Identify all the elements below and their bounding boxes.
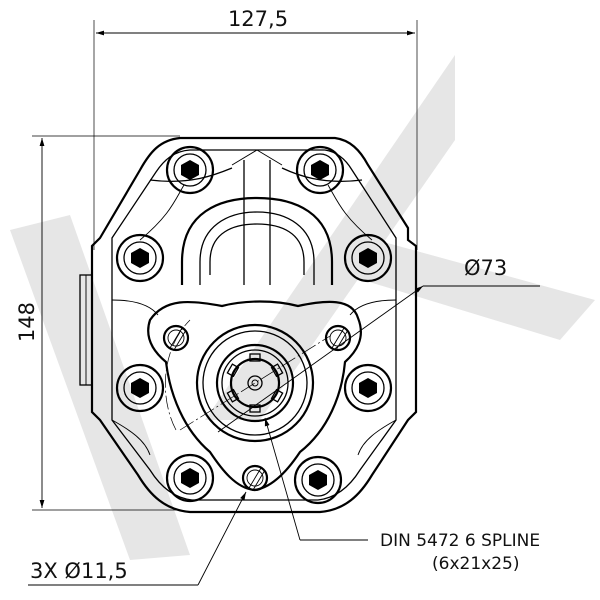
bolt-bottom-right (293, 455, 343, 505)
mounting-flange (147, 300, 362, 492)
height-dimension: 148 (15, 135, 180, 511)
shaft-spline-callout: DIN 5472 6 SPLINE (6x21x25) (264, 417, 540, 574)
shaft-spline-line2: (6x21x25) (432, 554, 519, 574)
shaft-spline-line1: DIN 5472 6 SPLINE (380, 531, 540, 551)
bolt-bottom-left (165, 453, 215, 503)
holes-label: 3X Ø11,5 (30, 559, 128, 583)
pump-body (79, 136, 418, 514)
bolt-low-right (343, 363, 393, 413)
spline-teeth (226, 353, 284, 413)
bolt-mid-left (115, 233, 165, 283)
holes-callout: 3X Ø11,5 (28, 491, 247, 586)
bolt-top-right (295, 145, 345, 195)
bolt-mid-right (343, 233, 393, 283)
flange-hole-bottom (241, 464, 269, 492)
width-dimension-label: 127,5 (228, 7, 288, 31)
width-dimension: 127,5 (93, 7, 418, 250)
bolt-top-left (165, 145, 215, 195)
flange-hole-left (162, 324, 190, 352)
splined-shaft (179, 323, 331, 443)
height-dimension-label: 148 (15, 302, 39, 342)
pilot-diameter-callout: Ø73 (217, 256, 540, 433)
bolt-low-left (115, 363, 165, 413)
pilot-diameter-label: Ø73 (464, 256, 507, 280)
bolt-heads (115, 145, 393, 505)
